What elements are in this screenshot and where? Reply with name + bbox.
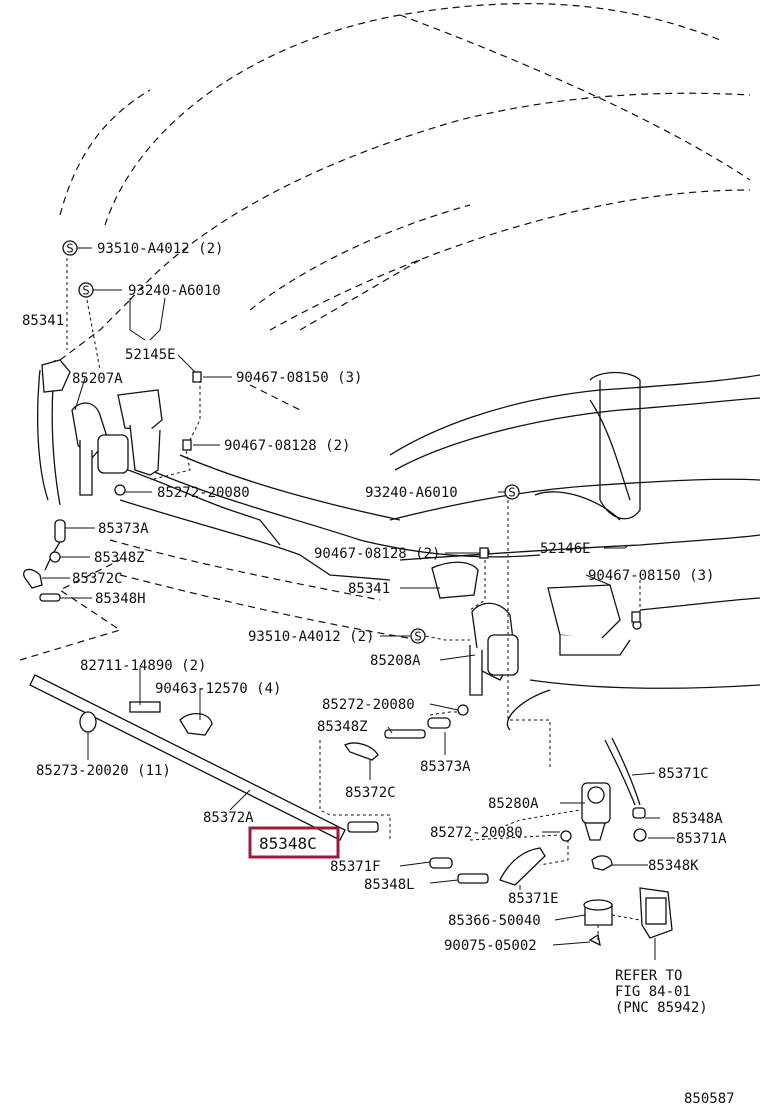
label-85272-20080: 85272-20080 (157, 485, 250, 501)
refer-note-line2: FIG 84-01 (615, 984, 691, 1000)
label-93240-a6010: 93240-A6010 (128, 283, 221, 299)
label-85371c: 85371C (658, 766, 709, 782)
svg-text:S: S (414, 629, 422, 644)
label-85280a: 85280A (488, 796, 539, 812)
label-52145e: 52145E (125, 347, 176, 363)
label-93240-a6010-right: 93240-A6010 (365, 485, 458, 501)
label-82711-14890: 82711-14890 (2) (80, 658, 206, 674)
s-bolt-icon: S (78, 282, 94, 298)
label-85208a: 85208A (370, 653, 421, 669)
part-labels: 93510-A4012 (2) 93240-A6010 85341 52145E… (22, 241, 735, 1107)
label-85371e: 85371E (508, 891, 559, 907)
label-90467-08128: 90467-08128 (2) (224, 438, 350, 454)
s-bolt-icon: S (410, 628, 426, 644)
left-washer-assembly (23, 359, 163, 602)
refer-note-line3: (PNC 85942) (615, 1000, 708, 1016)
label-90463-12570: 90463-12570 (4) (155, 681, 281, 697)
bolt-markers: S S S S (62, 240, 641, 644)
highlight-box (248, 826, 340, 859)
svg-text:S: S (66, 241, 74, 256)
svg-text:S: S (82, 283, 90, 298)
vehicle-body-outline (19, 2, 751, 661)
label-85348k: 85348K (648, 858, 699, 874)
label-85341: 85341 (22, 313, 64, 329)
label-85348h: 85348H (95, 591, 146, 607)
label-85373a: 85373A (98, 521, 149, 537)
label-85348c: 85348C (259, 834, 317, 853)
label-90467-08150-right: 90467-08150 (3) (588, 568, 714, 584)
bolt-icon (182, 371, 641, 623)
label-85341-right: 85341 (348, 581, 390, 597)
leader-lines (42, 247, 675, 960)
label-85372c: 85372C (72, 571, 123, 587)
label-90467-08128-right: 90467-08128 (2) (314, 546, 440, 562)
s-bolt-icon: S (62, 240, 78, 256)
label-85272-20080-mid: 85272-20080 (322, 697, 415, 713)
label-85348z: 85348Z (94, 550, 145, 566)
label-90075-05002: 90075-05002 (444, 938, 537, 954)
refer-note-line1: REFER TO (615, 968, 682, 984)
label-52146e: 52146E (540, 541, 591, 557)
s-bolt-icon: S (504, 484, 520, 500)
label-85273-20020: 85273-20020 (11) (36, 763, 171, 779)
label-85372a: 85372A (203, 810, 254, 826)
label-93510-a4012: 93510-A4012 (2) (97, 241, 223, 257)
label-85348l: 85348L (364, 877, 415, 893)
label-85372c-mid: 85372C (345, 785, 396, 801)
label-85373a-mid: 85373A (420, 759, 471, 775)
diagram-number: 850587 (684, 1091, 735, 1107)
bumper-structure (36, 204, 760, 731)
svg-text:S: S (508, 485, 516, 500)
label-90467-08150: 90467-08150 (3) (236, 370, 362, 386)
label-85207a: 85207A (72, 371, 123, 387)
label-85366-50040: 85366-50040 (448, 913, 541, 929)
label-85272-20080-low: 85272-20080 (430, 825, 523, 841)
label-85348z-mid: 85348Z (317, 719, 368, 735)
reference-lines (66, 258, 641, 940)
label-93510-a4012-right: 93510-A4012 (2) (248, 629, 374, 645)
label-85371f: 85371F (330, 859, 381, 875)
label-85371a: 85371A (676, 831, 727, 847)
right-washer-assembly (431, 547, 642, 716)
washer-hose-set (29, 674, 673, 947)
label-85348a: 85348A (672, 811, 723, 827)
